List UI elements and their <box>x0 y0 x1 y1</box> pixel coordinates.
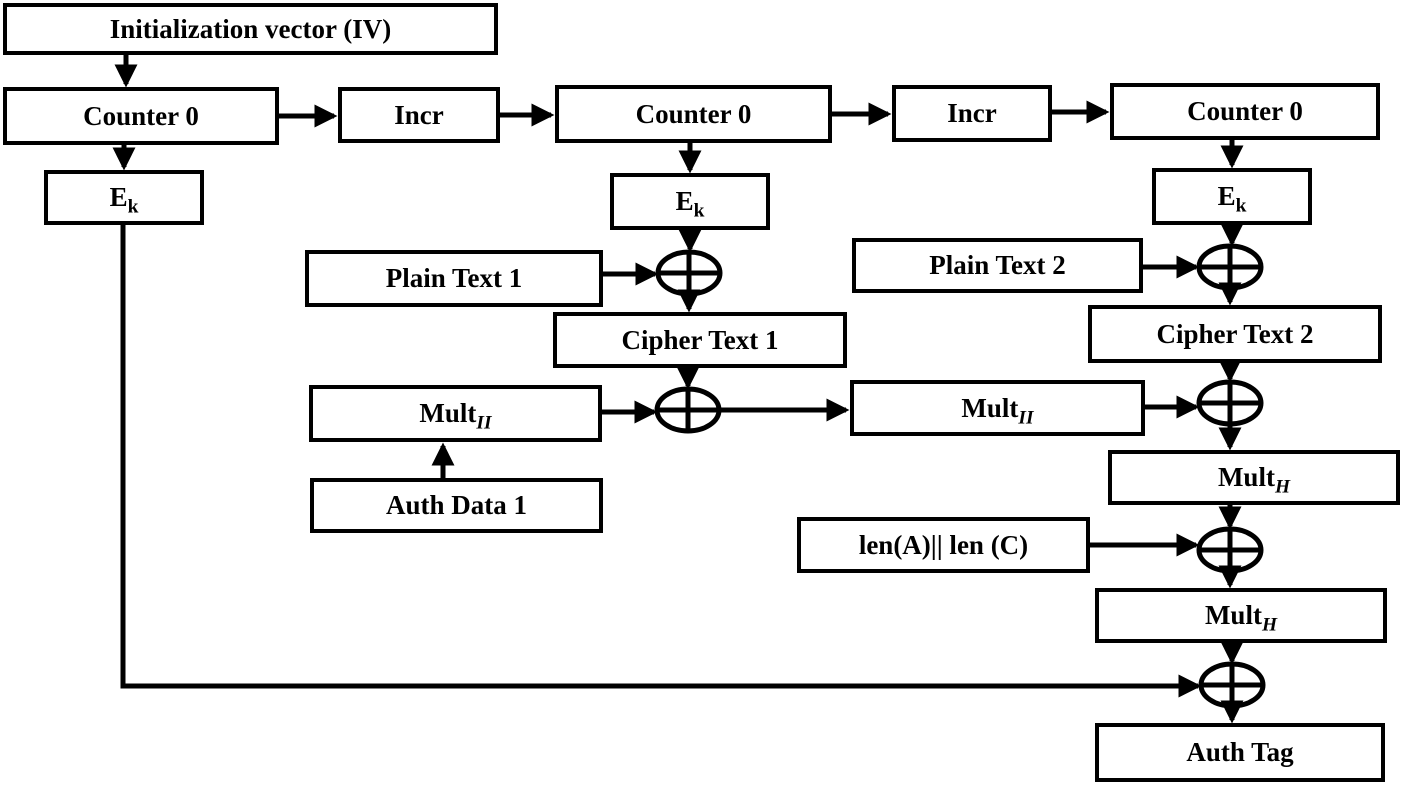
counter0-box-3: Counter 0 <box>1110 83 1380 140</box>
counter0-label-1: Counter 0 <box>83 100 199 131</box>
incr-box-1: Incr <box>338 87 500 143</box>
counter0-box-2: Counter 0 <box>555 85 832 143</box>
ek-label-1: Ek <box>109 182 139 218</box>
mult-box-4: MultH <box>1095 588 1387 643</box>
mult-label-2: MultII <box>961 392 1034 428</box>
ek-label-2: Ek <box>675 186 705 222</box>
authtag-label: Auth Tag <box>1186 737 1294 767</box>
counter0-label-3: Counter 0 <box>1187 96 1303 126</box>
incr-label-2: Incr <box>947 98 997 128</box>
plaintext-label-1: Plain Text 1 <box>385 263 523 293</box>
ek-label-3: Ek <box>1217 181 1247 217</box>
plaintext-box-1: Plain Text 1 <box>305 250 603 307</box>
counter0-box-1: Counter 0 <box>3 87 279 145</box>
xor-icon-1 <box>655 249 723 297</box>
arrow-ek-1-to-xor-6 <box>120 225 1202 698</box>
incr-box-2: Incr <box>892 85 1052 142</box>
authtag-box: Auth Tag <box>1095 723 1385 782</box>
ciphertext-box-1: Cipher Text 1 <box>553 312 847 368</box>
iv-label: Initialization vector (IV) <box>109 13 392 44</box>
authdata-box-1: Auth Data 1 <box>310 478 603 533</box>
plaintext-box-2: Plain Text 2 <box>852 238 1143 293</box>
counter0-label-2: Counter 0 <box>635 98 752 129</box>
xor-icon-5 <box>1196 526 1264 574</box>
len-box: len(A)|| len (C) <box>797 517 1090 573</box>
mult-box-3: MultH <box>1108 450 1400 505</box>
ek-box-2: Ek <box>610 173 770 230</box>
ciphertext-label-2: Cipher Text 2 <box>1156 318 1314 349</box>
ek-box-1: Ek <box>44 170 204 225</box>
ek-box-3: Ek <box>1152 168 1312 225</box>
plaintext-label-2: Plain Text 2 <box>929 250 1066 280</box>
len-label: len(A)|| len (C) <box>858 529 1029 560</box>
ciphertext-box-2: Cipher Text 2 <box>1088 305 1382 363</box>
ciphertext-label-1: Cipher Text 1 <box>621 324 779 355</box>
mult-box-2: MultII <box>850 380 1145 436</box>
mult-label-4: MultH <box>1204 600 1278 636</box>
xor-icon-6 <box>1198 661 1266 709</box>
mult-label-3: MultH <box>1217 462 1291 498</box>
incr-label-1: Incr <box>394 99 444 130</box>
xor-icon-2 <box>654 386 722 434</box>
mult-label-1: MultII <box>419 398 492 434</box>
authdata-label-1: Auth Data 1 <box>385 490 527 520</box>
xor-icon-3 <box>1196 243 1264 291</box>
xor-icon-4 <box>1196 379 1264 427</box>
mult-box-1: MultII <box>309 385 602 442</box>
iv-box: Initialization vector (IV) <box>3 3 498 55</box>
